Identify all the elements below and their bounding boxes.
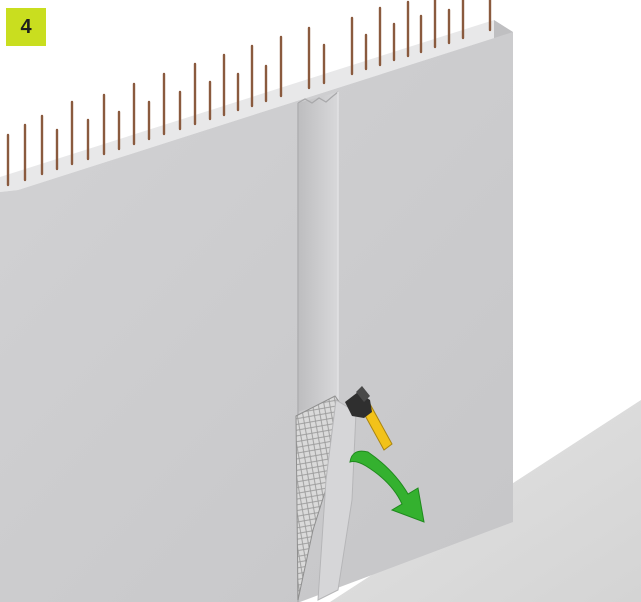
wall-front-face [0, 32, 513, 602]
wall-groove-strip [298, 92, 338, 412]
step-number-badge: 4 [6, 8, 46, 46]
